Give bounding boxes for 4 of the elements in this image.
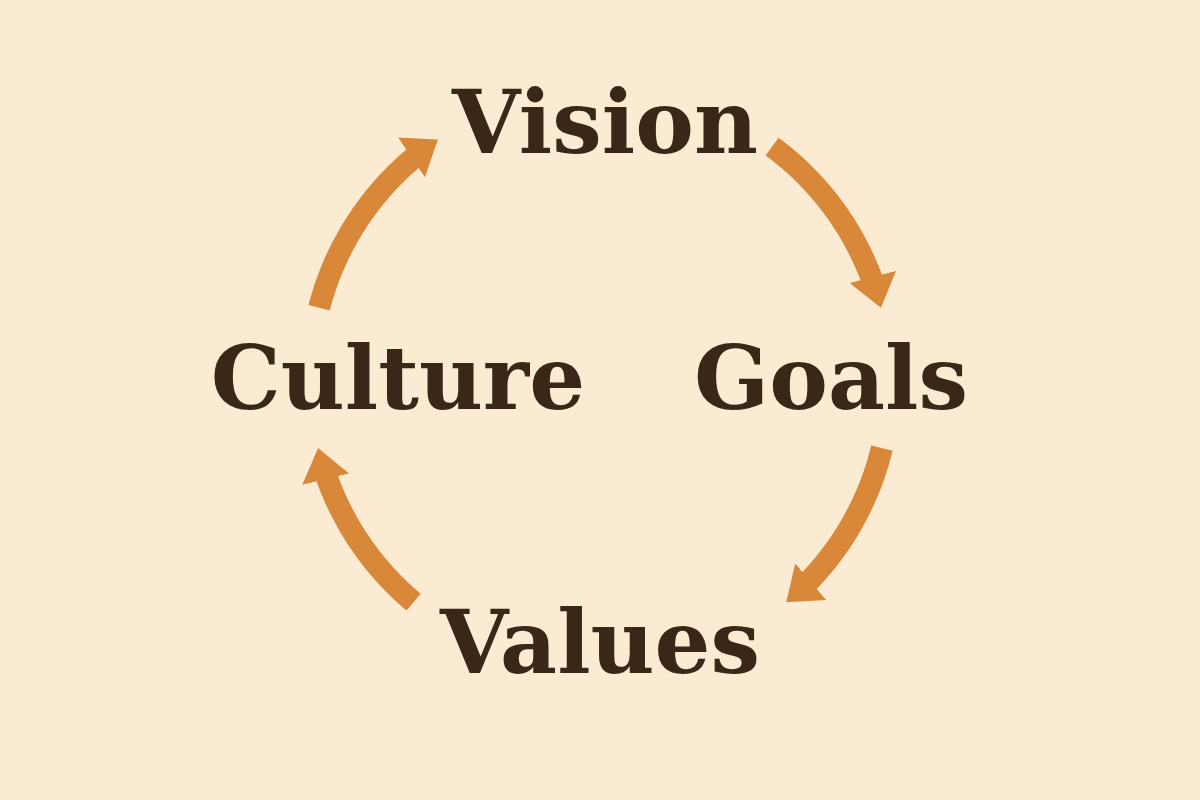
cycle-stage-label: Vision	[452, 78, 758, 166]
cycle-stage-label: Goals	[694, 334, 968, 422]
cycle-stage-label: Culture	[210, 334, 586, 422]
cycle-stage-label: Values	[439, 598, 761, 686]
